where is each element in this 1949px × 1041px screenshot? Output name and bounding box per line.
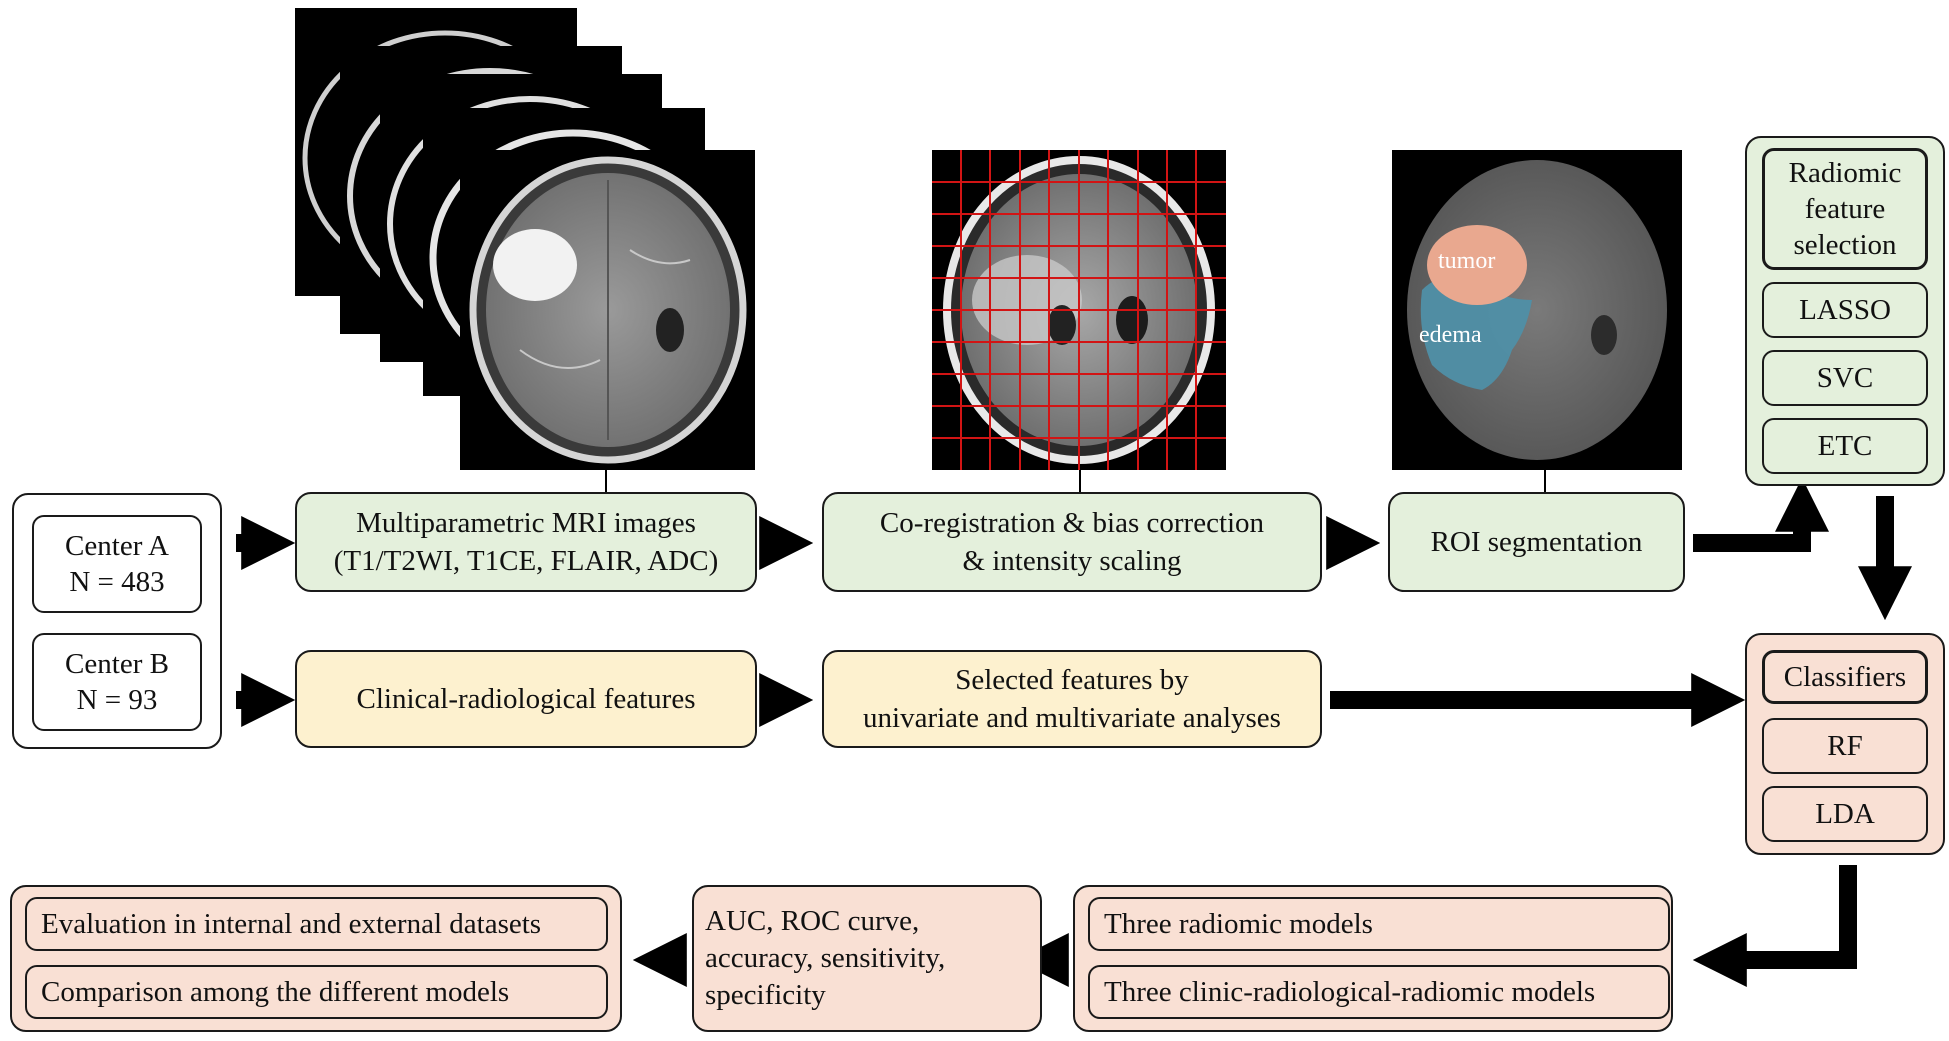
selected-features-box: Selected features by univariate and mult… bbox=[822, 650, 1322, 748]
mri-images-box: Multiparametric MRI images (T1/T2WI, T1C… bbox=[295, 492, 757, 592]
comparison-box: Comparison among the different models bbox=[25, 965, 608, 1019]
combined-models-box: Three clinic-radiological-radiomic model… bbox=[1088, 965, 1670, 1019]
lasso-box: LASSO bbox=[1762, 282, 1928, 338]
registration-box: Co-registration & bias correction & inte… bbox=[822, 492, 1322, 592]
feature-selection-title: Radiomic feature selection bbox=[1762, 148, 1928, 270]
etc-box: ETC bbox=[1762, 418, 1928, 474]
metrics-text: AUC, ROC curve, accuracy, sensitivity, s… bbox=[705, 905, 946, 1011]
mri-stack-image bbox=[295, 8, 755, 470]
lda-box: LDA bbox=[1762, 786, 1928, 842]
svc-box: SVC bbox=[1762, 350, 1928, 406]
radiomic-models-box: Three radiomic models bbox=[1088, 897, 1670, 951]
edema-label: edema bbox=[1419, 322, 1482, 348]
tumor-label: tumor bbox=[1438, 248, 1496, 274]
clinical-features-box: Clinical-radiological features bbox=[295, 650, 757, 748]
roi-segmentation-image: tumor edema bbox=[1392, 150, 1682, 470]
mri-slice-front bbox=[460, 150, 755, 470]
center-a-box: Center A N = 483 bbox=[32, 515, 202, 613]
classifiers-title: Classifiers bbox=[1762, 650, 1928, 704]
arrow-classifiers-models bbox=[1692, 865, 1857, 987]
arrow-roi-selection bbox=[1693, 477, 1829, 552]
roi-segmentation-box: ROI segmentation bbox=[1388, 492, 1685, 592]
center-b-box: Center B N = 93 bbox=[32, 633, 202, 731]
rf-box: RF bbox=[1762, 718, 1928, 774]
registration-grid-image bbox=[932, 150, 1226, 470]
metrics-box bbox=[692, 885, 1042, 1032]
evaluation-box: Evaluation in internal and external data… bbox=[25, 897, 608, 951]
